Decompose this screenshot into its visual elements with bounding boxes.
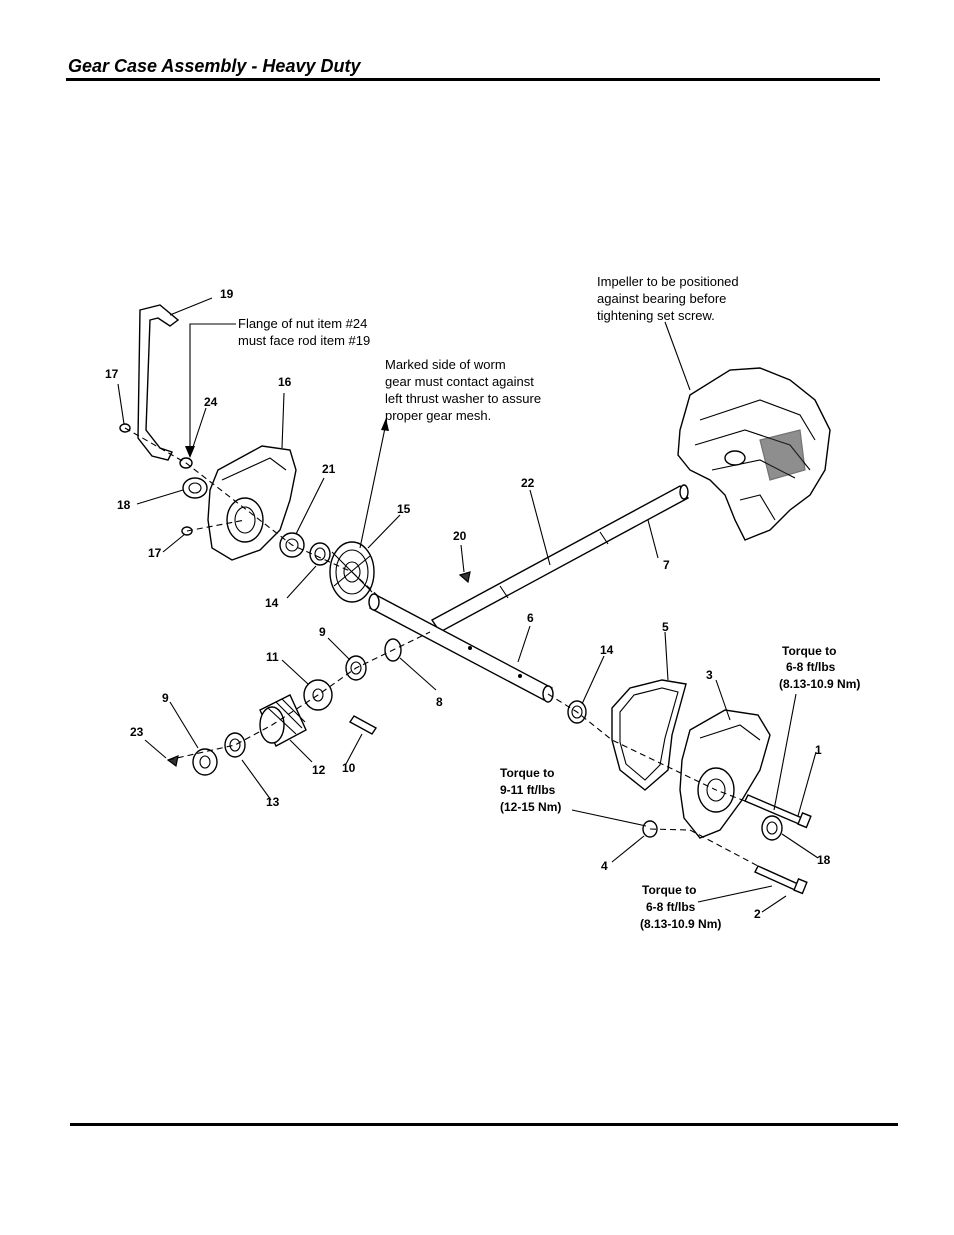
impeller-part [677, 367, 831, 541]
worm-gear-note-line-1: Marked side of worm [385, 357, 506, 372]
callout-22: 22 [521, 476, 535, 490]
assembly-centerlines [124, 427, 759, 867]
callout-11: 11 [266, 650, 279, 664]
callout-9-upper: 9 [319, 625, 326, 639]
shaft-6 [368, 593, 554, 703]
callout-3: 3 [706, 668, 713, 682]
torque-lower-line-2: 6-8 ft/lbs [646, 900, 696, 914]
seal-18-right [761, 815, 783, 841]
torque-mid-line-1: Torque to [500, 766, 554, 780]
impeller-note-line-2: against bearing before [597, 291, 726, 306]
screw-1 [744, 794, 812, 829]
flange-note-line-1: Flange of nut item #24 [238, 316, 367, 331]
callout-23: 23 [130, 725, 144, 739]
leader-lines [117, 297, 819, 913]
callout-14-right: 14 [600, 643, 614, 657]
washer-13 [224, 732, 246, 758]
torque-mid-line-3: (12-15 Nm) [500, 800, 561, 814]
thrust-washer-14-left [309, 542, 331, 566]
callout-20: 20 [453, 529, 467, 543]
callout-17-lower: 17 [148, 546, 162, 560]
callout-21: 21 [322, 462, 336, 476]
torque-note-mid: Torque to 9-11 ft/lbs (12-15 Nm) [500, 766, 561, 814]
callout-24: 24 [204, 395, 218, 409]
callout-4: 4 [601, 859, 608, 873]
callout-16: 16 [278, 375, 292, 389]
callout-10: 10 [342, 761, 356, 775]
impeller-note-line-1: Impeller to be positioned [597, 274, 739, 289]
pin-10 [348, 715, 378, 735]
rod-19 [137, 304, 180, 461]
callout-9-lower: 9 [162, 691, 169, 705]
key-23 [166, 755, 179, 768]
impeller-note: Impeller to be positioned against bearin… [597, 274, 739, 323]
worm-gear-note: Marked side of worm gear must contact ag… [385, 357, 541, 423]
bearing-9-lower [192, 748, 218, 776]
shaft-22 [430, 484, 690, 633]
worm-12 [259, 694, 307, 747]
callout-13: 13 [266, 795, 280, 809]
worm-gear-note-line-3: left thrust washer to assure [385, 391, 541, 406]
callout-7: 7 [663, 558, 670, 572]
torque-upper-line-1: Torque to [782, 644, 836, 658]
impeller-note-line-3: tightening set screw. [597, 308, 715, 323]
page-title: Gear Case Assembly - Heavy Duty [68, 56, 361, 76]
callout-18-left: 18 [117, 498, 131, 512]
gear-case-right-3 [679, 709, 771, 839]
torque-lower-line-1: Torque to [642, 883, 696, 897]
gasket-5 [611, 679, 687, 791]
callout-15: 15 [397, 502, 411, 516]
worm-gear-note-line-4: proper gear mesh. [385, 408, 491, 423]
torque-note-lower: Torque to 6-8 ft/lbs (8.13-10.9 Nm) [640, 883, 721, 931]
torque-upper-line-2: 6-8 ft/lbs [786, 660, 836, 674]
screw-2 [754, 865, 808, 895]
worm-gear-note-line-2: gear must contact against [385, 374, 534, 389]
seal-18-left [182, 477, 208, 499]
callout-2: 2 [754, 907, 761, 921]
torque-upper-line-3: (8.13-10.9 Nm) [779, 677, 860, 691]
torque-lower-line-3: (8.13-10.9 Nm) [640, 917, 721, 931]
footer-rule [70, 1123, 898, 1126]
torque-mid-line-2: 9-11 ft/lbs [500, 783, 556, 797]
callout-14-left: 14 [265, 596, 279, 610]
callout-6: 6 [527, 611, 534, 625]
torque-note-upper: Torque to 6-8 ft/lbs (8.13-10.9 Nm) [779, 644, 860, 691]
callout-17-upper: 17 [105, 367, 119, 381]
callout-8: 8 [436, 695, 443, 709]
callout-5: 5 [662, 620, 669, 634]
callout-19: 19 [220, 287, 234, 301]
callout-labels: 19 17 24 16 18 21 17 15 14 22 20 7 6 9 1… [105, 287, 831, 921]
flange-note-line-2: must face rod item #19 [238, 333, 370, 348]
flange-note: Flange of nut item #24 must face rod ite… [238, 316, 370, 348]
key-20 [458, 571, 471, 584]
header-rule [66, 78, 880, 81]
callout-1: 1 [815, 743, 822, 757]
callout-12: 12 [312, 763, 326, 777]
callout-18-right: 18 [817, 853, 831, 867]
